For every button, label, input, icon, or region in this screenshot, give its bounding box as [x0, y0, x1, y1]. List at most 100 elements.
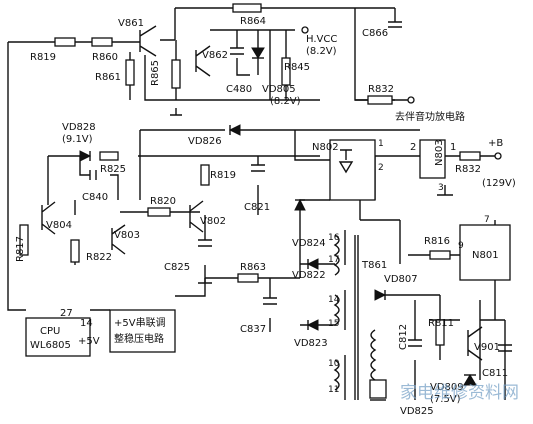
- watermark-text: 家电维修资料网: [400, 383, 519, 403]
- label-hvcc: H.VCC: [306, 34, 337, 45]
- resistor-r817: [19, 224, 29, 256]
- capacitor-c825: [198, 239, 212, 247]
- regulator-n803: [419, 139, 446, 179]
- label-regulator-line2: 整稳压电路: [114, 332, 164, 345]
- terminal-plus-b: [494, 152, 502, 160]
- label-v803: V803: [114, 230, 140, 241]
- label-r861: R861: [95, 72, 121, 83]
- label-plus-b-voltage: (129V): [482, 178, 516, 189]
- resistor-r822: [70, 239, 80, 263]
- label-r845: R845: [284, 62, 310, 73]
- label-vd825: VD825: [400, 406, 434, 417]
- label-r863: R863: [240, 262, 266, 273]
- label-vd822: VD822: [292, 270, 326, 281]
- label-v861: V861: [118, 18, 144, 29]
- capacitor-c480: [230, 47, 244, 55]
- resistor-r865: [171, 59, 181, 89]
- label-vd828: VD828: [62, 122, 96, 133]
- label-c825: C825: [164, 262, 190, 273]
- label-hvcc-voltage: (8.2V): [306, 46, 337, 57]
- label-plus-b: +B: [488, 138, 503, 149]
- label-n803-pin2: 2: [410, 142, 416, 153]
- ground-symbol: [437, 185, 453, 196]
- resistor-r819-top: [54, 37, 76, 47]
- label-n802-pin1: 1: [378, 139, 384, 149]
- transistor-v804: [41, 201, 56, 235]
- diode-vd809: [463, 374, 477, 386]
- label-n803-pin3: 3: [438, 183, 444, 193]
- diode-vd825: [369, 379, 387, 399]
- label-c480: C480: [226, 84, 252, 95]
- label-r811: R811: [428, 318, 454, 329]
- label-pin10: 10: [328, 359, 340, 369]
- diode-vd822: [306, 258, 319, 270]
- diodes: [79, 47, 477, 399]
- label-pin14: 14: [328, 295, 340, 305]
- label-r832-top: R832: [368, 84, 394, 95]
- resistor-r832-top: [367, 95, 393, 105]
- label-pin15: 15: [328, 319, 339, 329]
- label-c812: C812: [398, 324, 409, 350]
- label-r864: R864: [240, 16, 266, 27]
- label-pin9: 9: [458, 241, 464, 251]
- capacitor-c811: [498, 344, 512, 352]
- capacitors: [89, 21, 512, 352]
- label-vd828-voltage: (9.1V): [62, 134, 93, 145]
- resistor-r845: [281, 57, 291, 86]
- label-vd824: VD824: [292, 238, 326, 249]
- label-audio-circuit: 去伴音功放电路: [395, 110, 465, 123]
- label-c811: C811: [482, 368, 508, 379]
- resistor-r860: [91, 37, 113, 47]
- label-pin11: 11: [328, 385, 339, 395]
- label-r822: R822: [86, 252, 112, 263]
- label-c866: C866: [362, 28, 388, 39]
- grounds: [170, 108, 453, 401]
- label-v804: V804: [46, 220, 72, 231]
- label-vd823: VD823: [294, 338, 328, 349]
- label-vd805-voltage: (8.2V): [270, 96, 301, 107]
- capacitor-c821: [251, 164, 265, 172]
- capacitor-c840: [89, 170, 97, 180]
- resistor-r863: [237, 273, 259, 283]
- label-v901: V901: [474, 342, 500, 353]
- label-pin27: 27: [60, 308, 73, 319]
- label-c837: C837: [240, 324, 266, 335]
- resistor-r819-mid: [200, 164, 210, 186]
- capacitor-c812: [408, 339, 422, 347]
- label-vd809: VD809: [430, 382, 464, 393]
- label-t861: T861: [361, 260, 387, 271]
- label-r820: R820: [150, 196, 176, 207]
- label-r832-right: R832: [455, 164, 481, 175]
- label-pin16: 16: [328, 233, 340, 243]
- labels: V861 R864 H.VCC (8.2V) C866 R819 R860 V8…: [15, 16, 519, 417]
- cpu-block: [25, 317, 91, 357]
- ground-symbol: [198, 278, 212, 284]
- label-r865: R865: [150, 60, 161, 86]
- ic-blocks: [25, 26, 511, 357]
- label-r860: R860: [92, 52, 118, 63]
- diode-vd826: [228, 124, 241, 136]
- optocoupler-n802: [329, 139, 376, 201]
- transistor-v861: [139, 25, 157, 57]
- transistor-v901: [467, 326, 483, 361]
- label-v802: V802: [200, 216, 226, 227]
- label-plus-5v: +5V: [78, 336, 100, 347]
- capacitor-c837: [263, 297, 277, 305]
- label-n803-pin1: 1: [450, 142, 456, 153]
- label-n801: N801: [472, 250, 499, 261]
- label-v862: V862: [202, 50, 228, 61]
- label-r819-top: R819: [30, 52, 56, 63]
- transistors: [41, 25, 483, 361]
- transistor-v862: [195, 45, 211, 77]
- transformer-t861: [333, 234, 377, 400]
- label-vd809-voltage: (7.5V): [430, 394, 461, 405]
- label-vd826: VD826: [188, 136, 222, 147]
- diode-vd828: [79, 150, 92, 162]
- cpu-label: CPU: [40, 326, 60, 337]
- label-n802-pin2: 2: [378, 163, 384, 173]
- transistor-v802: [189, 200, 204, 233]
- diode-vd805: [251, 47, 265, 59]
- resistor-r861: [125, 59, 135, 86]
- label-r817: R817: [15, 236, 26, 262]
- capacitor-c866: [388, 21, 402, 28]
